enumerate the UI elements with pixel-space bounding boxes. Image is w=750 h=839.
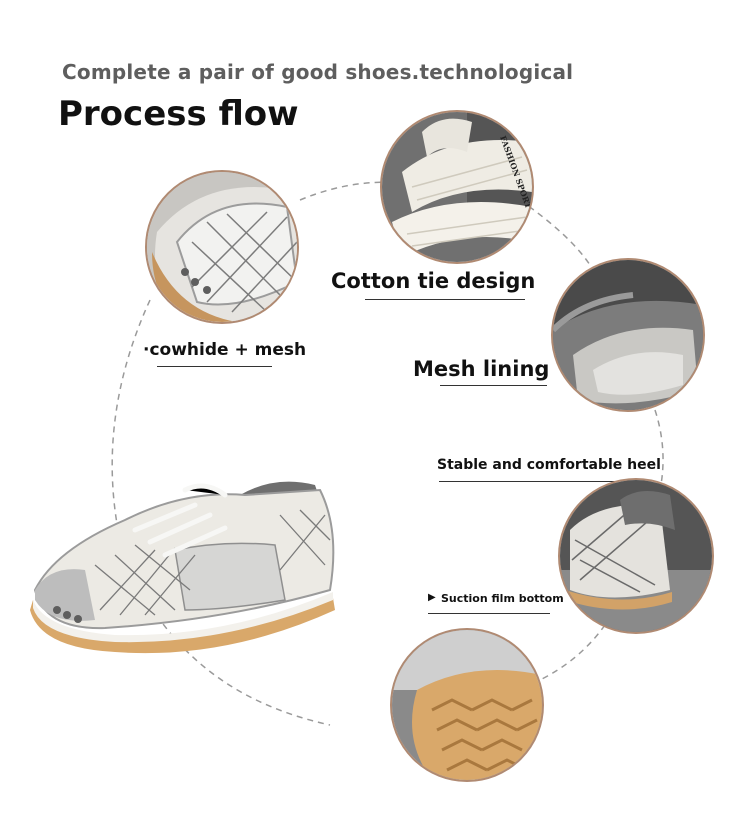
sneaker-image [30,481,335,654]
cowhide-mesh-label: ·cowhide + mesh [143,340,307,360]
mesh-lining-underline [440,385,547,386]
heel-detail-image [558,478,714,634]
cotton-tie-underline [365,299,525,300]
heel-label: Stable and comfortable heel [437,457,661,473]
cowhide-mesh-underline [157,366,272,367]
suction-film-label: Suction film bottom [441,592,564,605]
page-subtitle: Complete a pair of good shoes.technologi… [62,60,574,84]
sole-detail-image [390,628,544,782]
heel-underline [439,481,654,482]
cotton-tie-detail-image: FASHION SPORT [380,110,534,264]
sole-marker-icon: ▶ [428,592,436,603]
mesh-lining-detail-image [551,258,705,412]
cowhide-mesh-detail-image [145,170,299,324]
suction-film-underline [428,613,550,614]
page-title: Process flow [58,94,299,134]
mesh-lining-label: Mesh lining [413,357,550,381]
cotton-tie-label: Cotton tie design [331,269,536,293]
